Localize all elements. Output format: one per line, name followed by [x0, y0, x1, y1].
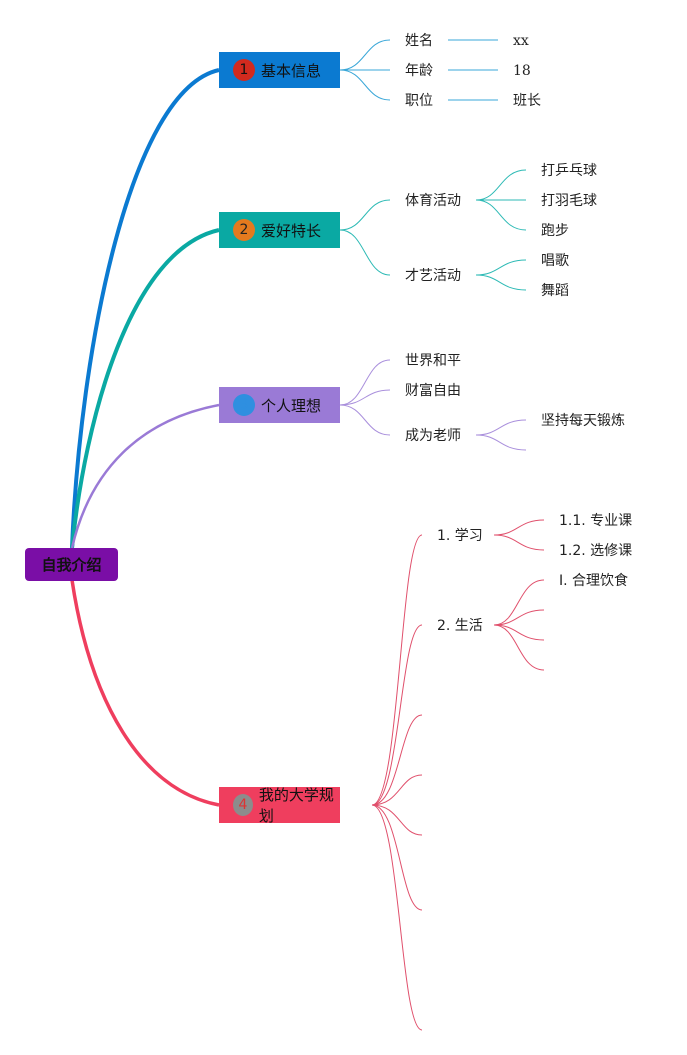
link-root-b1	[70, 68, 220, 549]
branch-basic-info[interactable]: 1 基本信息	[219, 52, 340, 88]
root-node[interactable]: 自我介绍	[25, 548, 118, 581]
plan-life[interactable]: 2. 生活	[437, 618, 483, 634]
branch-hobbies[interactable]: 2 爱好特长	[219, 212, 340, 248]
ideal-item[interactable]: 成为老师	[405, 428, 461, 444]
ideal-item[interactable]: 财富自由	[405, 383, 461, 399]
item-position-value[interactable]: 班长	[513, 93, 541, 109]
link-root-b2	[70, 228, 220, 549]
item-age-value[interactable]: 18	[513, 63, 531, 79]
sport-item[interactable]: 打乒乓球	[541, 163, 597, 179]
branch-ideals[interactable]: 3 个人理想	[219, 387, 340, 423]
item-name-label[interactable]: 姓名	[405, 33, 433, 49]
number-badge-1: 1	[233, 59, 255, 81]
number-badge-3: 3	[233, 394, 255, 416]
ideal-sub-item[interactable]: 坚持每天锻炼	[541, 413, 625, 429]
branch-label: 基本信息	[261, 61, 322, 80]
root-label: 自我介绍	[41, 556, 102, 574]
branch-label: 爱好特长	[261, 221, 322, 240]
item-age-label[interactable]: 年龄	[405, 63, 433, 79]
art-item[interactable]: 舞蹈	[541, 283, 569, 299]
art-item[interactable]: 唱歌	[541, 253, 569, 269]
link-root-b3	[70, 403, 220, 549]
branch-college-plan[interactable]: 4 我的大学规划	[219, 786, 340, 825]
item-name-value[interactable]: xx	[513, 33, 529, 49]
life-item[interactable]: I. 合理饮食	[559, 573, 629, 589]
group-sports[interactable]: 体育活动	[405, 193, 461, 209]
item-position-label[interactable]: 职位	[405, 93, 433, 109]
number-badge-2: 2	[233, 219, 255, 241]
number-badge-4: 4	[233, 794, 253, 816]
ideal-item[interactable]: 世界和平	[405, 353, 461, 369]
link-root-b4	[70, 579, 220, 807]
branch-label: 个人理想	[261, 396, 322, 415]
plan-study[interactable]: 1. 学习	[437, 528, 483, 544]
study-item[interactable]: 1.2. 选修课	[559, 543, 633, 559]
branch-label: 我的大学规划	[258, 786, 334, 825]
sport-item[interactable]: 跑步	[541, 223, 569, 239]
group-arts[interactable]: 才艺活动	[405, 268, 461, 284]
study-item[interactable]: 1.1. 专业课	[559, 513, 633, 529]
sport-item[interactable]: 打羽毛球	[541, 193, 597, 209]
